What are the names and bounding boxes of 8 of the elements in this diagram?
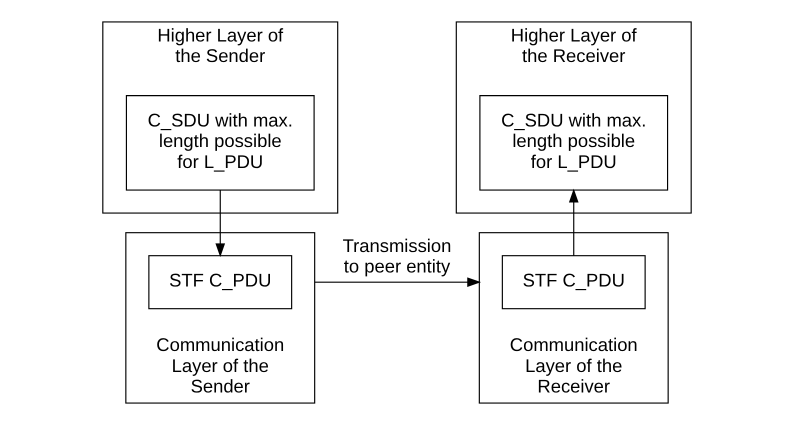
arrow <box>568 188 579 256</box>
arrow <box>314 277 482 287</box>
node-box: C_SDU with max. length possible for L_PDU <box>126 95 315 191</box>
node-box: STF C_PDU <box>148 255 292 310</box>
edge-label: Transmission to peer entity <box>342 234 452 277</box>
arrow <box>215 190 226 258</box>
node-box: C_SDU with max. length possible for L_PDU <box>479 95 668 191</box>
node-box: STF C_PDU <box>502 255 646 310</box>
